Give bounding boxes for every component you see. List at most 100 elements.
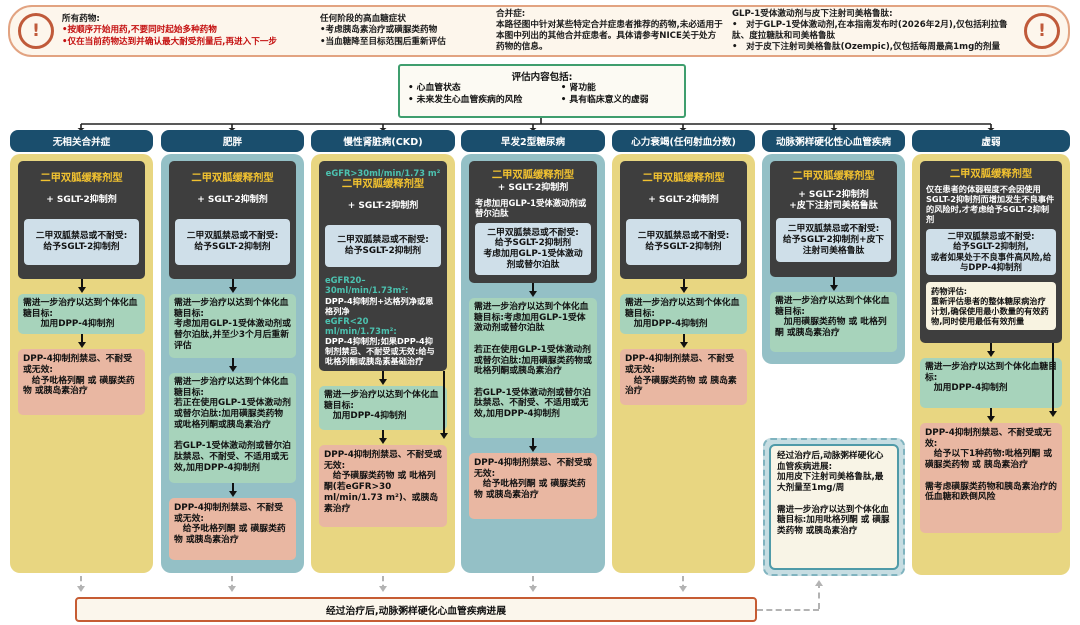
- dashed-arrow-icon: [77, 576, 85, 592]
- escalation-box: 需进一步治疗以达到个体化血糖目标:考虑加用GLP-1受体激动剂或替尔泊肽 若正在…: [469, 298, 597, 438]
- metformin-box: 二甲双胍缓释剂型 + SGLT-2抑制剂 二甲双胍禁忌或不耐受: 给予SGLT-…: [18, 161, 145, 279]
- contraindication-box: 二甲双胍禁忌或不耐受: 给予SGLT-2抑制剂: [175, 218, 290, 265]
- contraindication-box: 二甲双胍禁忌或不耐受: 给予SGLT-2抑制剂, 或者如果处于不良事件高风险,给…: [926, 228, 1056, 275]
- arrow-down-icon: [469, 438, 597, 453]
- note-line: •仅在当前药物达到并确认最大耐受剂量后,再进入下一步: [62, 36, 278, 47]
- arrow-down-icon: [18, 334, 145, 349]
- dashed-arrow-icon: [679, 576, 687, 592]
- note-line: • 对于皮下注射司美格鲁肽(Ozempic),仅包括每周最高1mg的剂量: [732, 42, 1001, 53]
- sglt2-label: + SGLT-2抑制剂: [347, 200, 419, 211]
- sglt2-label: + SGLT-2抑制剂: [46, 194, 117, 205]
- metformin-title: 二甲双胍缓释剂型: [642, 172, 725, 184]
- egfr-range-therapy: DPP-4抑制剂+达格列净或恩格列净: [325, 295, 434, 316]
- assessment-item: • 未来发生心血管疾病的风险: [408, 94, 523, 105]
- metformin-title: 二甲双胍缓释剂型: [792, 170, 875, 182]
- arrow-down-icon: [770, 277, 897, 292]
- frailty-caution-label: 仅在患者的体弱程度不会因使用SGLT-2抑制剂而增加发生不良事件的风险时,才考虑…: [926, 183, 1055, 224]
- arrow-down-icon: [920, 408, 1062, 423]
- metformin-box: 二甲双胍缓释剂型 仅在患者的体弱程度不会因使用SGLT-2抑制剂而增加发生不良事…: [920, 161, 1062, 343]
- note-body: 本路径图中针对某些特定合并症患者推荐的药物,未必适用于本图中列出的其他合并症患者…: [496, 19, 723, 53]
- note-title: 任何阶段的高血糖症状: [320, 14, 406, 25]
- note-title: GLP-1受体激动剂与皮下注射司美格鲁肽:: [732, 8, 893, 19]
- dashed-connector: [757, 609, 819, 611]
- metformin-box: 二甲双胍缓释剂型 + SGLT-2抑制剂 二甲双胍禁忌或不耐受: 给予SGLT-…: [620, 161, 747, 279]
- note-line: • 对于GLP-1受体激动剂,在本指南发布时(2026年2月),仅包括利拉鲁肽、…: [732, 19, 1008, 41]
- contraindication-box: 二甲双胍禁忌或不耐受: 给予SGLT-2抑制剂: [626, 218, 741, 265]
- column-ckd: eGFR>30ml/min/1.73 m² 二甲双胍缓释剂型 + SGLT-2抑…: [311, 154, 455, 573]
- assessment-item: • 具有临床意义的虚弱: [560, 94, 649, 105]
- top-notes-banner: ! 所有药物: •按顺序开始用药,不要同时起始多种药物 •仅在当前药物达到并确认…: [8, 5, 1070, 57]
- escalation-box: 需进一步治疗以达到个体化血糖目标: 加用磺脲类药物 或 吡格列酮 或胰岛素治疗: [770, 292, 897, 352]
- arrow-down-icon: [169, 279, 296, 294]
- egfr-threshold-label: eGFR>30ml/min/1.73 m²: [325, 168, 441, 178]
- escalation-box: 需进一步治疗以达到个体化血糖目标: 加用DPP-4抑制剂: [620, 294, 747, 335]
- column-header-no-comorbidity: 无相关合并症: [10, 130, 153, 152]
- arrow-down-icon: [319, 430, 447, 445]
- column-header-heart-failure: 心力衰竭(任何射血分数): [612, 130, 755, 152]
- failure-box: DPP-4抑制剂禁忌、不耐受或无效: 给予吡格列酮 或 磺脲类药物 或胰岛素治疗: [169, 498, 296, 560]
- contraindication-box: 二甲双胍禁忌或不耐受: 给予SGLT-2抑制剂+皮下注射司美格鲁肽: [776, 218, 891, 263]
- contraindication-box: 二甲双胍禁忌或不耐受: 给予SGLT-2抑制剂: [24, 218, 139, 265]
- note-line: •当血糖降至目标范围后重新评估: [320, 36, 446, 47]
- sglt2-label: + SGLT-2抑制剂: [497, 182, 569, 193]
- assessment-item: • 肾功能: [560, 83, 596, 93]
- medication-review-box: 药物评估: 重新评估患者的整体糖尿病治疗计划,确保使用最小数量的有效药物,同时使…: [926, 281, 1056, 330]
- metformin-box: eGFR>30ml/min/1.73 m² 二甲双胍缓释剂型 + SGLT-2抑…: [319, 161, 447, 371]
- metformin-box: 二甲双胍缓释剂型 + SGLT-2抑制剂 +皮下注射司美格鲁肽 二甲双胍禁忌或不…: [770, 161, 897, 277]
- failure-box: DPP-4抑制剂禁忌、不耐受或无效: 给予磺脲类药物 或 吡格列酮(若eGFR>…: [319, 445, 447, 527]
- metformin-title: 二甲双胍缓释剂型: [341, 178, 425, 191]
- column-header-ckd: 慢性肾脏病(CKD): [311, 130, 455, 152]
- column-early-t2d: 二甲双胍缓释剂型 + SGLT-2抑制剂 考虑加用GLP-1受体激动剂或替尔泊肽…: [461, 154, 605, 573]
- arrow-down-icon: [920, 343, 1062, 358]
- escalation-box: 需进一步治疗以达到个体化血糖目标: 加用DPP-4抑制剂: [920, 358, 1062, 408]
- column-heart-failure: 二甲双胍缓释剂型 + SGLT-2抑制剂 二甲双胍禁忌或不耐受: 给予SGLT-…: [612, 154, 755, 573]
- dashed-arrow-up-icon: [815, 580, 823, 609]
- note-title: 所有药物:: [62, 14, 100, 25]
- egfr-low-label: eGFR<20 ml/min/1.73m²:: [325, 315, 397, 336]
- metformin-title: 二甲双胍缓释剂型: [40, 172, 123, 184]
- column-header-obesity: 肥胖: [161, 130, 304, 152]
- column-header-ascvd: 动脉粥样硬化性心血管疾病: [762, 130, 905, 152]
- column-no-comorbidity: 二甲双胍缓释剂型 + SGLT-2抑制剂 二甲双胍禁忌或不耐受: 给予SGLT-…: [10, 154, 153, 573]
- escalation-box-1: 需进一步治疗以达到个体化血糖目标: 考虑加用GLP-1受体激动剂或替尔泊肽,并至…: [169, 294, 296, 358]
- note-hyperglycemia: 任何阶段的高血糖症状 •考虑胰岛素治疗或磺脲类药物 •当血糖降至目标范围后重新评…: [320, 14, 488, 48]
- column-frailty: 二甲双胍缓释剂型 仅在患者的体弱程度不会因使用SGLT-2抑制剂而增加发生不良事…: [912, 154, 1070, 575]
- sglt2-label: + SGLT-2抑制剂: [197, 194, 268, 205]
- warning-icon: !: [18, 13, 54, 49]
- column-header-frailty: 虚弱: [912, 130, 1070, 152]
- dashed-arrow-icon: [228, 576, 236, 592]
- escalation-box-2: 需进一步治疗以达到个体化血糖目标: 若正在使用GLP-1受体激动剂或替尔泊肽:加…: [169, 373, 296, 483]
- contraindication-box: 二甲双胍禁忌或不耐受: 给予SGLT-2抑制剂: [325, 224, 441, 267]
- arrow-down-icon: [620, 334, 747, 349]
- egfr-range-label: eGFR20–30ml/min/1.73m²:: [325, 275, 409, 296]
- metformin-box: 二甲双胍缓释剂型 + SGLT-2抑制剂 考虑加用GLP-1受体激动剂或替尔泊肽…: [469, 161, 597, 283]
- metformin-title: 二甲双胍缓释剂型: [191, 172, 274, 184]
- note-line: •考虑胰岛素治疗或磺脲类药物: [320, 25, 438, 36]
- arrow-down-icon: [18, 279, 145, 294]
- column-header-early-t2d: 早发2型糖尿病: [461, 130, 605, 152]
- failure-box: DPP-4抑制剂禁忌、不耐受或无效: 给予以下1种药物:吡格列酮 或 磺脲类药物…: [920, 423, 1062, 533]
- escalation-box: 需进一步治疗以达到个体化血糖目标: 加用DPP-4抑制剂: [18, 294, 145, 335]
- failure-box: DPP-4抑制剂禁忌、不耐受或无效: 给予吡格列酮 或 磺脲类药物 或胰岛素治疗: [469, 453, 597, 519]
- bypass-arrow-frailty: [1049, 343, 1057, 417]
- assessment-box: 评估内容包括: • 心血管状态 • 肾功能 • 未来发生心血管疾病的风险 • 具…: [398, 64, 686, 118]
- metformin-box: 二甲双胍缓释剂型 + SGLT-2抑制剂 二甲双胍禁忌或不耐受: 给予SGLT-…: [169, 161, 296, 279]
- sglt2-label: + SGLT-2抑制剂: [648, 194, 719, 205]
- sglt2-semaglutide-label: + SGLT-2抑制剂 +皮下注射司美格鲁肽: [789, 189, 878, 211]
- ascvd-progress-box: 经过治疗后,动脉粥样硬化心血管疾病进展: 加用皮下注射司美格鲁肽,最大剂量至1m…: [769, 444, 899, 570]
- arrow-down-icon: [469, 283, 597, 298]
- arrow-down-icon: [319, 371, 447, 386]
- dashed-arrow-icon: [379, 576, 387, 592]
- ascvd-progress-container: 经过治疗后,动脉粥样硬化心血管疾病进展: 加用皮下注射司美格鲁肽,最大剂量至1m…: [763, 438, 905, 576]
- note-all-drugs: 所有药物: •按顺序开始用药,不要同时起始多种药物 •仅在当前药物达到并确认最大…: [62, 14, 312, 48]
- assessment-title: 评估内容包括:: [511, 72, 573, 83]
- failure-box: DPP-4抑制剂禁忌、不耐受或无效: 给予磺脲类药物 或 胰岛素治疗: [620, 349, 747, 406]
- note-glp1: GLP-1受体激动剂与皮下注射司美格鲁肽: • 对于GLP-1受体激动剂,在本指…: [732, 9, 1016, 54]
- arrow-down-icon: [169, 358, 296, 373]
- column-ascvd: 二甲双胍缓释剂型 + SGLT-2抑制剂 +皮下注射司美格鲁肽 二甲双胍禁忌或不…: [762, 154, 905, 364]
- column-obesity: 二甲双胍缓释剂型 + SGLT-2抑制剂 二甲双胍禁忌或不耐受: 给予SGLT-…: [161, 154, 304, 573]
- escalation-box: 需进一步治疗以达到个体化血糖目标: 加用DPP-4抑制剂: [319, 386, 447, 430]
- warning-icon: !: [1024, 13, 1060, 49]
- metformin-title: 二甲双胍缓释剂型: [949, 168, 1033, 180]
